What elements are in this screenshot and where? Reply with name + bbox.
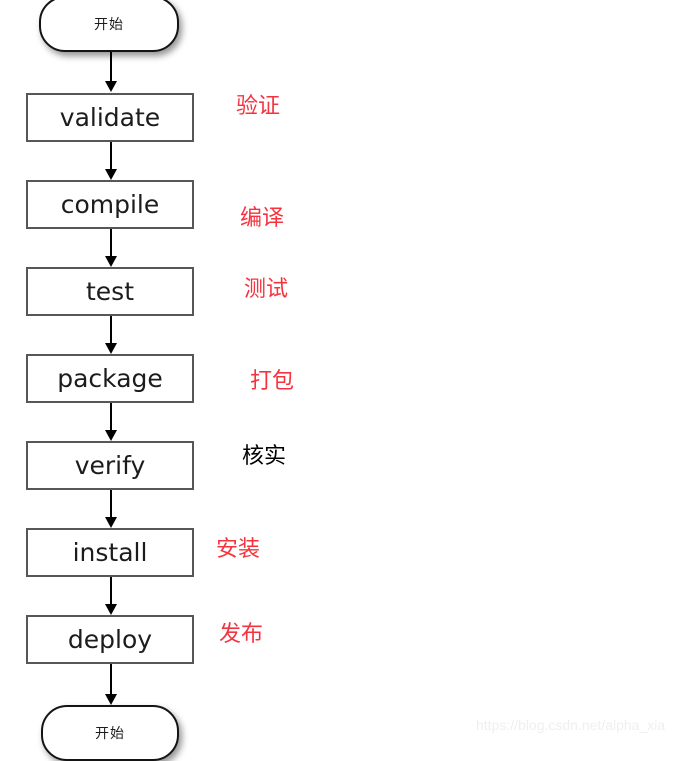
- node-label: install: [72, 538, 148, 567]
- arrowhead-icon: [105, 517, 117, 528]
- arrowhead-icon: [105, 694, 117, 705]
- edge-compile-to-test: [104, 229, 118, 267]
- node-deploy[interactable]: deploy: [26, 615, 194, 664]
- annotation-install: 安装: [216, 537, 261, 562]
- edge-shaft: [110, 577, 112, 604]
- arrowhead-icon: [105, 256, 117, 267]
- node-label: 开始: [95, 726, 125, 742]
- edge-verify-to-install: [104, 490, 118, 528]
- node-label: verify: [74, 451, 146, 480]
- flowchart-canvas: 开始 validate 验证 compile 编译 test 测试 packag…: [26, 0, 666, 761]
- annotation-verify: 核实: [242, 444, 287, 469]
- annotation-compile: 编译: [240, 206, 285, 231]
- arrowhead-icon: [105, 81, 117, 92]
- annotation-package: 打包: [250, 369, 295, 394]
- edge-install-to-deploy: [104, 577, 118, 615]
- node-label: 开始: [94, 17, 124, 33]
- node-label: validate: [59, 103, 161, 132]
- arrowhead-icon: [105, 169, 117, 180]
- node-start-top[interactable]: 开始: [39, 0, 179, 52]
- annotation-deploy: 发布: [219, 622, 264, 647]
- edge-package-to-verify: [104, 403, 118, 441]
- node-label: test: [85, 277, 134, 306]
- node-install[interactable]: install: [26, 528, 194, 577]
- annotation-test: 测试: [244, 277, 289, 302]
- edge-shaft: [110, 664, 112, 694]
- node-verify[interactable]: verify: [26, 441, 194, 490]
- arrowhead-icon: [105, 430, 117, 441]
- edge-shaft: [110, 403, 112, 430]
- edge-start-top-to-validate: [104, 52, 118, 92]
- edge-shaft: [110, 229, 112, 256]
- node-label: package: [57, 364, 163, 393]
- node-start-bottom[interactable]: 开始: [41, 705, 179, 761]
- edge-shaft: [110, 316, 112, 343]
- node-validate[interactable]: validate: [26, 93, 194, 142]
- node-compile[interactable]: compile: [26, 180, 194, 229]
- node-label: compile: [60, 190, 160, 219]
- edge-test-to-package: [104, 316, 118, 354]
- node-package[interactable]: package: [26, 354, 194, 403]
- edge-shaft: [110, 142, 112, 169]
- annotation-validate: 验证: [236, 94, 281, 119]
- edge-shaft: [110, 52, 112, 81]
- arrowhead-icon: [105, 604, 117, 615]
- edge-validate-to-compile: [104, 142, 118, 180]
- node-test[interactable]: test: [26, 267, 194, 316]
- edge-deploy-to-start-bottom: [104, 664, 118, 705]
- watermark-text: https://blog.csdn.net/alpha_xia: [476, 717, 666, 733]
- edge-shaft: [110, 490, 112, 517]
- arrowhead-icon: [105, 343, 117, 354]
- node-label: deploy: [67, 625, 153, 654]
